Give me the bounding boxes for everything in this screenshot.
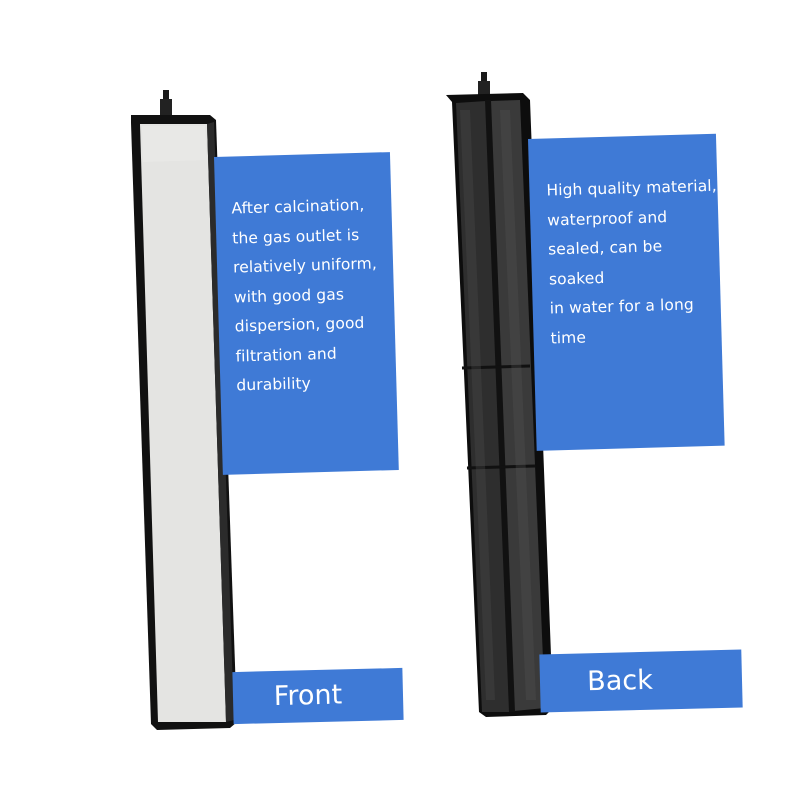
front-description-panel: After calcination, the gas outlet is rel… <box>214 152 399 475</box>
back-label-text: Back <box>586 664 654 698</box>
front-label-text: Front <box>273 679 343 713</box>
front-description-text: After calcination, the gas outlet is rel… <box>231 195 378 395</box>
back-description-panel: High quality material, waterproof and se… <box>528 133 725 451</box>
front-nozzle <box>160 90 172 115</box>
front-stone-face <box>140 124 226 722</box>
front-label: Front <box>232 667 404 725</box>
back-label: Back <box>539 649 743 713</box>
back-description-text: High quality material, waterproof and se… <box>546 176 717 347</box>
back-nozzle <box>478 72 490 97</box>
